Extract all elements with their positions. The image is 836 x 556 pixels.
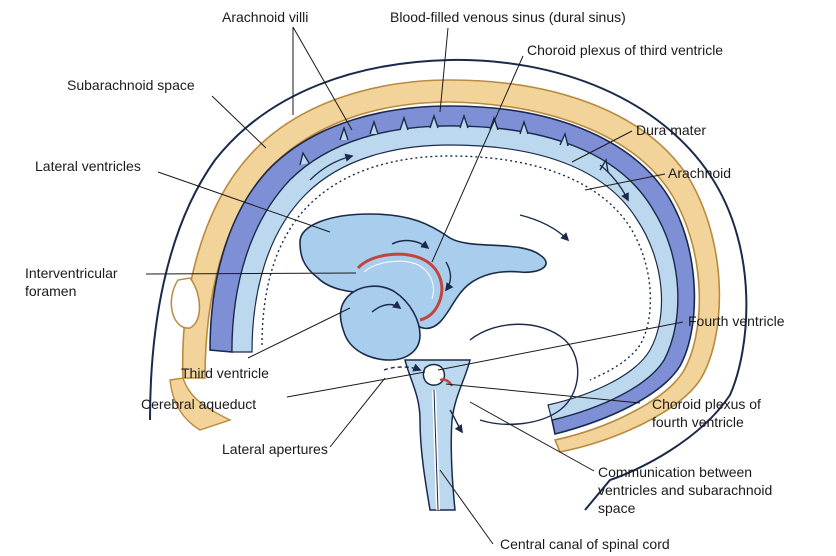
label-fourth-ventricle: Fourth ventricle [688,313,784,330]
label-lateral-apertures: Lateral apertures [222,441,328,458]
label-interventricular-line1: Interventricular [25,265,118,282]
label-arachnoid: Arachnoid [668,165,731,182]
label-interventricular-line2: foramen [25,283,76,300]
label-cerebral-aqueduct: Cerebral aqueduct [141,396,256,413]
label-arachnoid-villi: Arachnoid villi [222,9,308,26]
label-choroid-plexus-fourth-line1: Choroid plexus of [652,396,761,413]
label-subarachnoid-space: Subarachnoid space [67,77,195,94]
fourth-ventricle [423,365,444,386]
label-third-ventricle: Third ventricle [181,365,269,382]
label-communication-line2: ventricles and subarachnoid [598,482,772,499]
label-choroid-plexus-fourth-line2: fourth ventricle [652,414,744,431]
frontal-sinus [171,278,199,328]
label-lateral-ventricles: Lateral ventricles [35,158,141,175]
label-dura-mater: Dura mater [636,122,706,139]
label-venous-sinus: Blood-filled venous sinus (dural sinus) [390,9,626,26]
label-communication-line3: space [598,500,635,517]
label-central-canal: Central canal of spinal cord [500,536,670,553]
label-choroid-plexus-third: Choroid plexus of third ventricle [527,42,723,59]
lateral-ventricle [300,214,546,328]
label-communication-line1: Communication between [598,464,752,481]
cerebellum [470,324,578,424]
